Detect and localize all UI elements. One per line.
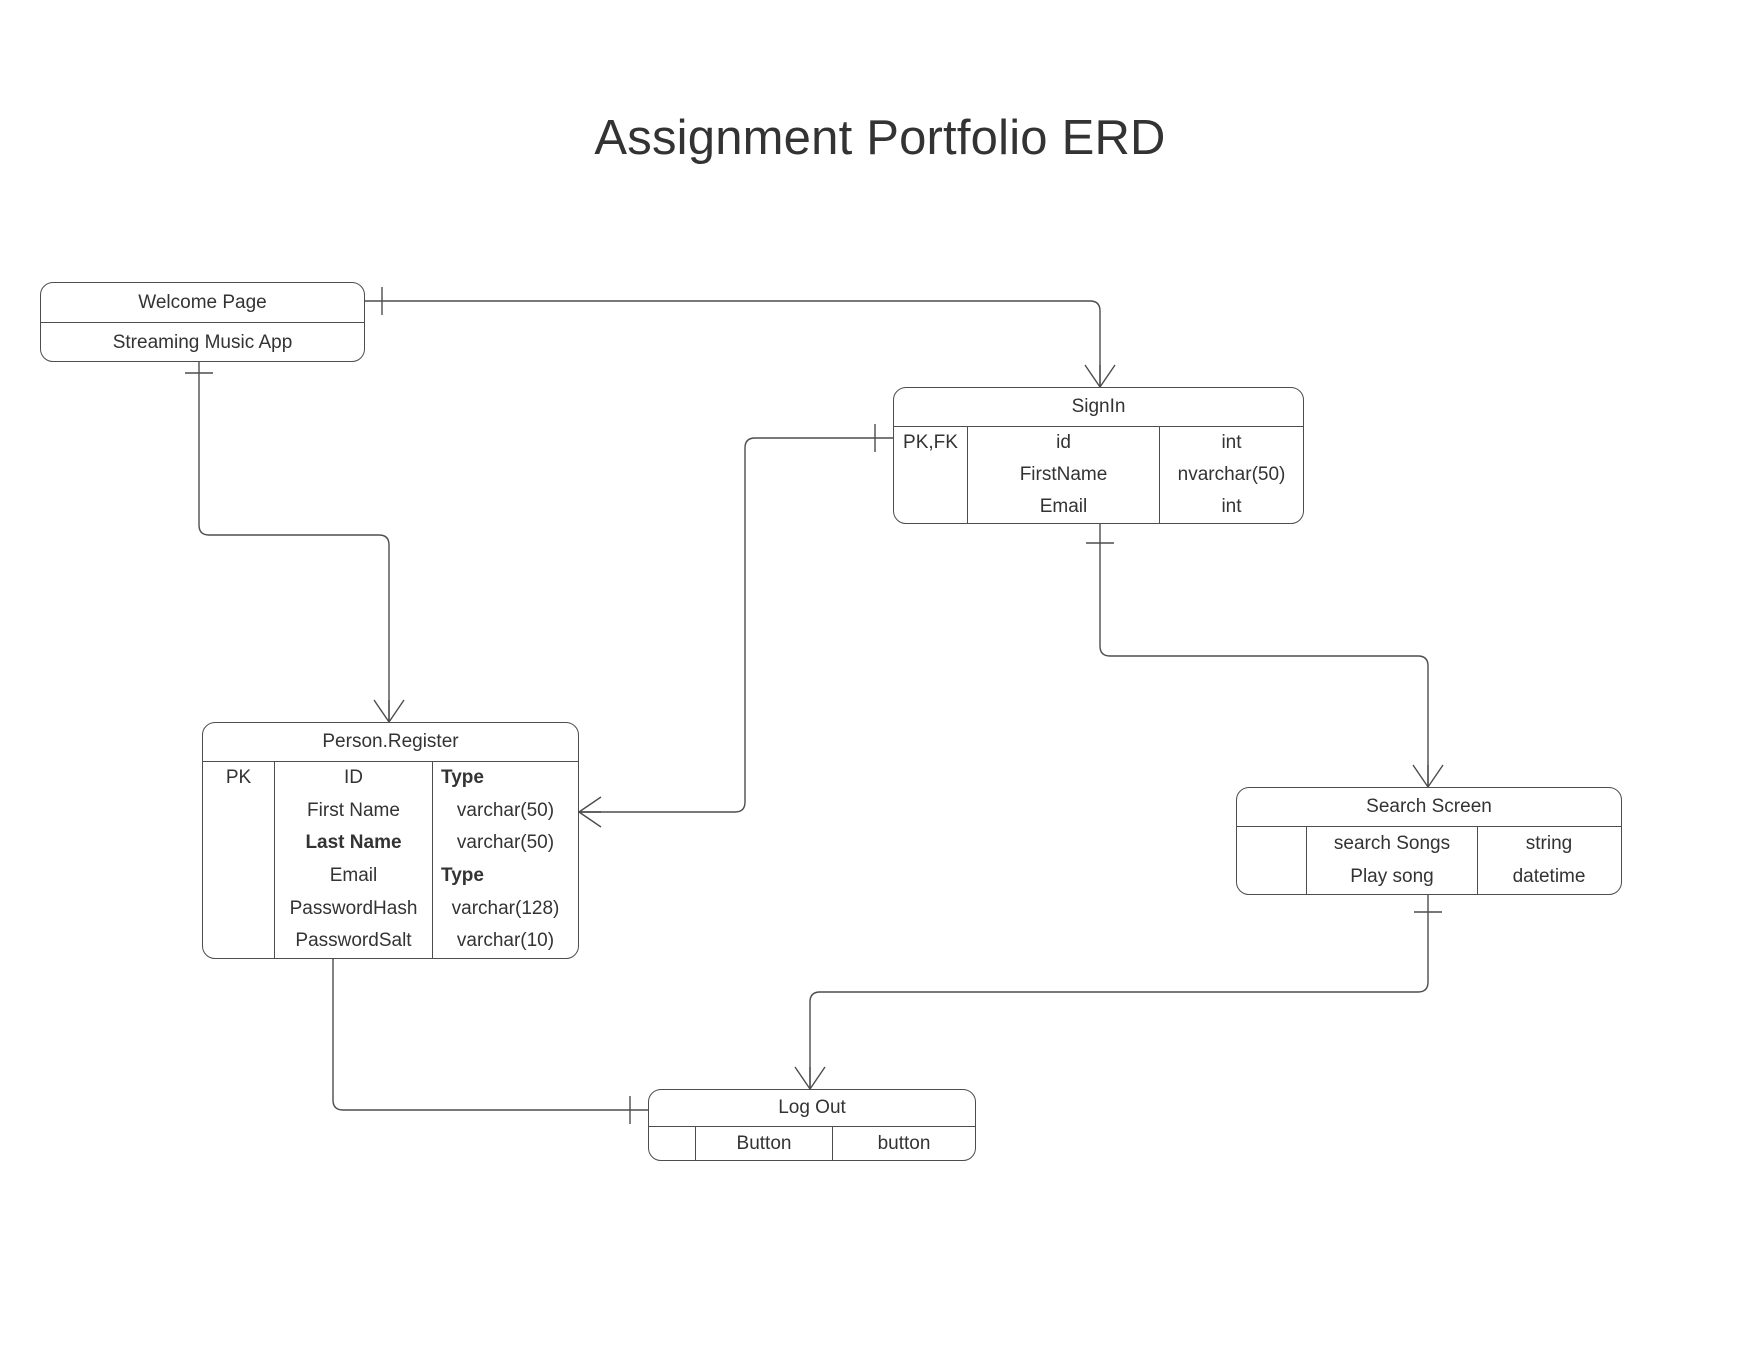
type-cell: Type: [441, 865, 484, 887]
entity-search-screen-type-column: string datetime: [1477, 827, 1620, 894]
entity-search-screen-key-column: [1237, 827, 1306, 894]
cardinality-many-person-right: [578, 796, 602, 828]
field-cell: ID: [344, 767, 363, 789]
type-cell: string: [1525, 832, 1573, 854]
field-cell: search Songs: [1333, 832, 1451, 854]
key-cell: PK,FK: [903, 432, 958, 453]
entity-signin-type-column: int nvarchar(50) int: [1159, 427, 1303, 523]
key-cell: [894, 491, 967, 523]
edge-person-logout: [332, 959, 648, 1111]
entity-person-register-title: Person.Register: [322, 731, 459, 752]
key-cell: [649, 1127, 695, 1160]
field-cell: FirstName: [1019, 464, 1108, 485]
field-cell: Email: [329, 865, 378, 887]
entity-signin-body: PK,FK id FirstName Email int nvarchar(50…: [894, 426, 1303, 523]
field-cell: PasswordHash: [289, 897, 418, 919]
key-cell: [1237, 860, 1306, 893]
type-cell: varchar(128): [451, 897, 560, 919]
entity-search-screen-body: search Songs Play song string datetime: [1237, 826, 1621, 894]
entity-signin[interactable]: SignIn PK,FK id FirstName Email int nvar…: [893, 387, 1304, 524]
type-cell: Type: [441, 767, 484, 789]
type-cell: int: [1221, 432, 1242, 453]
field-cell: Last Name: [305, 832, 402, 854]
entity-search-screen-title: Search Screen: [1366, 796, 1492, 817]
type-cell: varchar(50): [456, 799, 555, 821]
entity-signin-title: SignIn: [1071, 396, 1126, 417]
type-cell: varchar(50): [456, 832, 555, 854]
cardinality-many-signin-top: [1084, 364, 1116, 388]
entity-log-out-body: Button button: [649, 1126, 975, 1160]
entity-welcome-page-title: Welcome Page: [138, 291, 267, 313]
cardinality-many-search-top: [1412, 764, 1444, 788]
entity-signin-key-column: PK,FK: [894, 427, 967, 523]
key-cell: [203, 860, 274, 893]
field-cell: Play song: [1350, 865, 1434, 887]
entity-signin-field-column: id FirstName Email: [967, 427, 1159, 523]
entity-person-register-field-column: ID First Name Last Name Email PasswordHa…: [274, 762, 432, 958]
entity-person-register-body: PK ID First Name Last Name Email Passwor…: [203, 761, 578, 958]
entity-person-register-key-column: PK: [203, 762, 274, 958]
key-cell: [203, 795, 274, 828]
key-cell: [894, 459, 967, 491]
field-cell: Email: [1039, 496, 1088, 517]
key-cell: [203, 892, 274, 925]
key-cell: PK: [225, 767, 252, 789]
edge-welcome-signin: [365, 300, 1101, 387]
key-cell: [203, 827, 274, 860]
type-cell: int: [1221, 496, 1242, 517]
entity-search-screen[interactable]: Search Screen search Songs Play song str…: [1236, 787, 1622, 895]
key-cell: [203, 925, 274, 958]
key-cell: [1237, 827, 1306, 860]
entity-log-out[interactable]: Log Out Button button: [648, 1089, 976, 1161]
field-cell: Button: [736, 1132, 792, 1154]
entity-person-register[interactable]: Person.Register PK ID First Name Last Na…: [202, 722, 579, 959]
edge-search-logout: [809, 895, 1429, 1089]
entity-log-out-field-column: Button: [695, 1127, 832, 1160]
edge-person-signin: [579, 437, 893, 813]
type-cell: datetime: [1512, 865, 1586, 887]
page-title: Assignment Portfolio ERD: [594, 111, 1166, 165]
entity-welcome-page[interactable]: Welcome Page Streaming Music App: [40, 282, 365, 362]
entity-log-out-key-column: [649, 1127, 695, 1160]
field-cell: id: [1056, 432, 1071, 453]
field-cell: PasswordSalt: [295, 930, 412, 952]
entity-log-out-title: Log Out: [778, 1097, 846, 1118]
entity-person-register-type-column: Type varchar(50) varchar(50) Type varcha…: [432, 762, 578, 958]
field-cell: First Name: [307, 799, 400, 821]
edge-welcome-person: [198, 362, 390, 722]
edge-signin-search: [1099, 524, 1429, 787]
type-cell: nvarchar(50): [1177, 464, 1286, 485]
cardinality-many-person-top: [373, 699, 405, 723]
entity-search-screen-field-column: search Songs Play song: [1306, 827, 1477, 894]
entity-welcome-page-subtitle: Streaming Music App: [112, 331, 293, 353]
type-cell: varchar(10): [456, 930, 555, 952]
type-cell: button: [877, 1132, 931, 1154]
cardinality-many-logout-top: [794, 1066, 826, 1090]
entity-log-out-type-column: button: [832, 1127, 975, 1160]
